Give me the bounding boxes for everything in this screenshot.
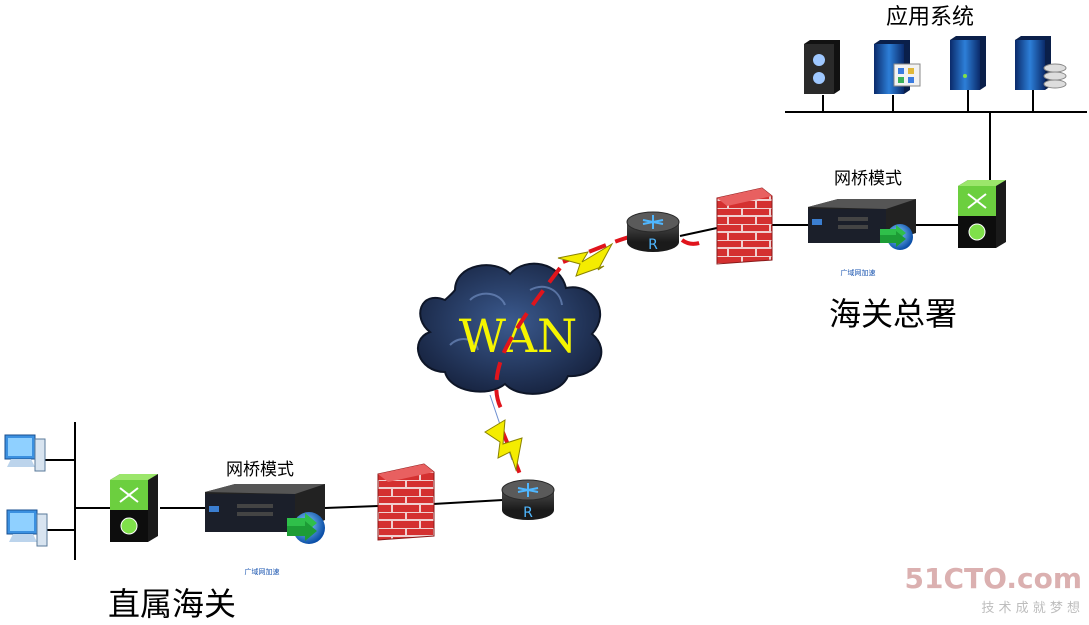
hq-title: 海关总署 — [829, 295, 957, 333]
server-icon-4 — [1015, 36, 1067, 90]
accelerator-icon-hq — [808, 199, 916, 250]
branch-title: 直属海关 — [108, 585, 236, 623]
router-label: R — [523, 505, 533, 521]
pc-icon-1 — [4, 434, 46, 472]
accelerator-icon-branch — [205, 484, 325, 544]
lightning-icon-branch — [484, 419, 523, 472]
app-systems-label: 应用系统 — [886, 5, 974, 30]
wan-label: WAN — [459, 309, 577, 363]
bridge-mode-label-hq: 网桥模式 — [834, 169, 902, 189]
server-icon-2 — [874, 40, 921, 94]
bridge-mode-label-branch: 网桥模式 — [226, 460, 294, 480]
firewall-icon-branch — [377, 463, 435, 541]
accelerator-caption-branch: 广域网加速 — [245, 567, 280, 576]
router-icon-hq: R — [626, 211, 680, 253]
firewall-icon-hq — [716, 187, 773, 265]
lightning-icon-hq — [557, 242, 614, 277]
switch-icon-hq — [958, 180, 1006, 248]
router-label: R — [648, 237, 658, 253]
pc-icon-2 — [6, 509, 48, 547]
server-icon-3 — [950, 36, 986, 90]
server-icon-1 — [804, 40, 840, 94]
wan-cloud-icon: WAN — [417, 262, 603, 395]
switch-icon-branch — [110, 474, 158, 542]
accelerator-caption-hq: 广域网加速 — [841, 268, 876, 277]
router-icon-branch: R — [501, 479, 555, 521]
watermark-brand: 51CTO.com — [905, 562, 1082, 595]
watermark-slogan: 技 术 成 就 梦 想 — [981, 600, 1080, 616]
